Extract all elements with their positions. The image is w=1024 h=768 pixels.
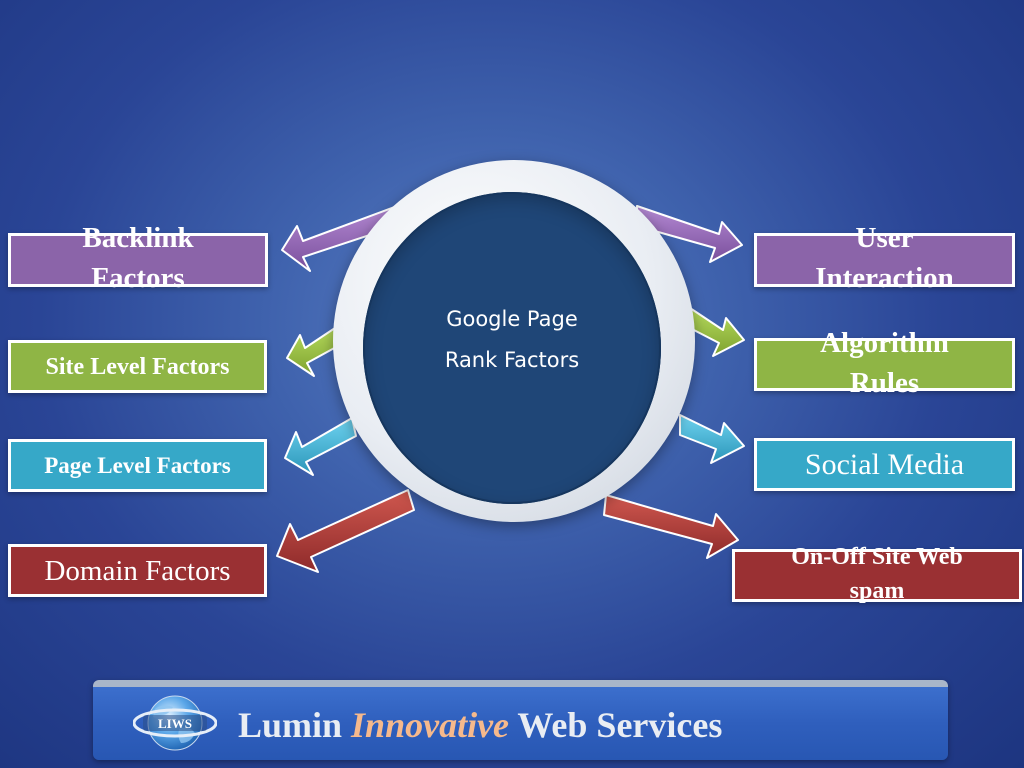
footer-banner	[93, 680, 948, 760]
box-label: Site Level Factors	[45, 353, 230, 380]
box-social-media: Social Media	[754, 438, 1015, 491]
box-user-interaction: User Interaction	[754, 222, 1015, 294]
arrow-domain-factors	[276, 489, 415, 573]
footer-word-web-services: Web Services	[517, 705, 723, 745]
arrow-site-level-factors	[286, 325, 339, 377]
hub-title-line2: Rank Factors	[444, 348, 580, 372]
box-domain-factors: Domain Factors	[8, 544, 267, 597]
box-label: Social Media	[804, 447, 965, 481]
arrow-algorithm-rules	[689, 307, 745, 357]
arrow-on-off-site-web-spam	[603, 494, 739, 559]
box-label: User Interaction	[815, 222, 954, 294]
box-site-level-factors: Site Level Factors	[8, 340, 267, 393]
box-label: On-Off Site Web spam	[791, 544, 963, 604]
globe-logo-icon: LIWS	[133, 695, 217, 751]
hub-circle: Google Page Rank Factors	[363, 192, 661, 504]
arrow-social-media	[679, 414, 745, 464]
footer-word-innovative: Innovative	[351, 705, 510, 745]
box-label: Algorithm Rules	[820, 326, 949, 399]
box-on-off-site-web-spam: On-Off Site Web spam	[732, 544, 1022, 604]
hub-title-line1: Google Page	[446, 307, 578, 331]
footer-company-name: Lumin Innovative Web Services	[238, 700, 722, 750]
arrow-page-level-factors	[284, 417, 357, 476]
box-page-level-factors: Page Level Factors	[8, 439, 267, 492]
box-backlink-factors: Backlink Factors	[8, 222, 268, 294]
footer-word-lumin: Lumin	[238, 705, 343, 745]
box-label: Page Level Factors	[44, 452, 231, 478]
box-label: Backlink Factors	[82, 222, 194, 294]
box-algorithm-rules: Algorithm Rules	[754, 327, 1015, 399]
box-label: Domain Factors	[44, 554, 231, 587]
logo-text: LIWS	[158, 716, 192, 731]
hub-title: Google Page Rank Factors	[432, 299, 592, 381]
